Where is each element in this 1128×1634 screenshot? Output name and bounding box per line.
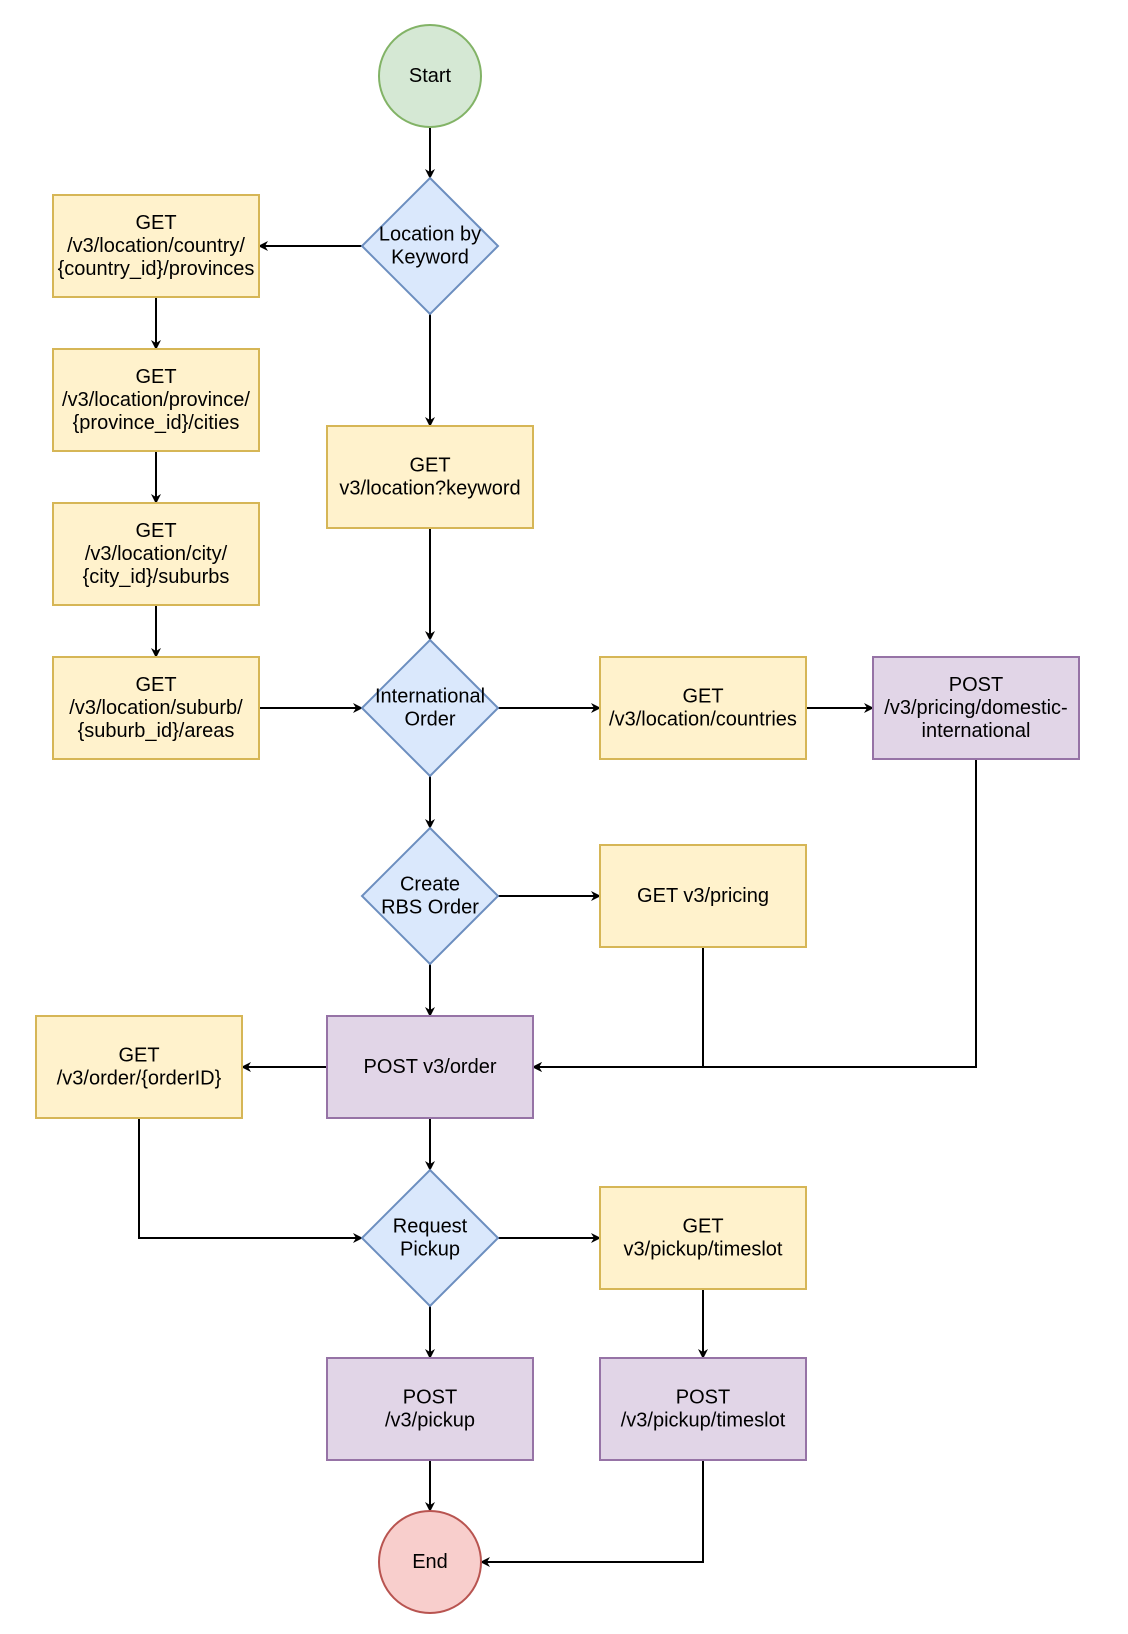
edge-get-pricing-to-post-order xyxy=(532,947,704,1072)
post-pricing-intl-box xyxy=(872,656,1080,760)
node-post-pickup-timeslot: POST/v3/pickup/timeslot xyxy=(599,1357,807,1461)
end-circle xyxy=(378,1510,482,1614)
node-post-order: POST v3/order xyxy=(326,1015,534,1119)
international-order-label-line-2: Order xyxy=(404,709,455,731)
get-provinces-label-line-2: /v3/location/country/ xyxy=(67,235,245,257)
location-by-keyword-label-line-1: Location by xyxy=(379,224,481,246)
post-pricing-intl-label-line-1: POST xyxy=(949,674,1003,696)
international-order-label-line-1: International xyxy=(375,686,485,708)
get-countries-label-line-1: GET xyxy=(682,686,723,708)
node-get-countries: GET/v3/location/countries xyxy=(599,656,807,760)
international-order-diamond xyxy=(360,638,500,778)
get-order-id-label-line-2: /v3/order/{orderID} xyxy=(57,1068,222,1090)
get-order-id-label-line-1: GET xyxy=(118,1045,159,1067)
node-get-order-id: GET/v3/order/{orderID} xyxy=(35,1015,243,1119)
get-order-id-box xyxy=(35,1015,243,1119)
get-location-keyword-label-line-2: v3/location?keyword xyxy=(339,478,520,500)
get-suburbs-label-line-3: {city_id}/suburbs xyxy=(83,566,230,588)
post-pickup-timeslot-box xyxy=(599,1357,807,1461)
node-get-areas: GET/v3/location/suburb/{suburb_id}/areas xyxy=(52,656,260,760)
get-provinces-box xyxy=(52,194,260,298)
node-get-pricing: GET v3/pricing xyxy=(599,844,807,948)
post-pickup-timeslot-label-line-1: POST xyxy=(676,1387,730,1409)
get-location-keyword-label-line-1: GET xyxy=(409,455,450,477)
location-by-keyword-diamond xyxy=(360,176,500,316)
get-timeslot-label-line-1: GET xyxy=(682,1216,723,1238)
edge-get-order-id-to-request-pickup xyxy=(138,1118,363,1243)
start-circle xyxy=(378,24,482,128)
post-order-box xyxy=(326,1015,534,1119)
node-end: End xyxy=(378,1510,482,1614)
get-cities-label-line-3: {province_id}/cities xyxy=(73,412,240,434)
get-areas-label-line-3: {suburb_id}/areas xyxy=(78,720,235,742)
get-areas-label-line-1: GET xyxy=(135,674,176,696)
get-timeslot-box xyxy=(599,1186,807,1290)
post-pickup-box xyxy=(326,1357,534,1461)
create-rbs-order-label-line-2: RBS Order xyxy=(381,897,479,919)
get-suburbs-label-line-1: GET xyxy=(135,520,176,542)
get-cities-label-line-1: GET xyxy=(135,366,176,388)
request-pickup-diamond xyxy=(360,1168,500,1308)
node-post-pickup: POST/v3/pickup xyxy=(326,1357,534,1461)
get-suburbs-label-line-2: /v3/location/city/ xyxy=(85,543,228,565)
get-pricing-box xyxy=(599,844,807,948)
get-countries-label-line-2: /v3/location/countries xyxy=(609,709,797,731)
create-rbs-order-label-line-1: Create xyxy=(400,874,460,896)
post-pricing-intl-label-line-2: /v3/pricing/domestic- xyxy=(884,697,1067,719)
request-pickup-label-line-1: Request xyxy=(393,1216,468,1238)
edge-post-pricing-intl-to-post-order xyxy=(532,759,977,1072)
end-label-line-1: End xyxy=(412,1551,448,1573)
get-areas-label-line-2: /v3/location/suburb/ xyxy=(69,697,243,719)
node-get-suburbs: GET/v3/location/city/{city_id}/suburbs xyxy=(52,502,260,606)
get-location-keyword-box xyxy=(326,425,534,529)
get-provinces-label-line-1: GET xyxy=(135,212,176,234)
get-pricing-label-line-1: GET v3/pricing xyxy=(637,885,769,907)
node-post-pricing-intl: POST/v3/pricing/domestic-international xyxy=(872,656,1080,760)
post-order-label-line-1: POST v3/order xyxy=(363,1056,496,1078)
node-start: Start xyxy=(378,24,482,128)
location-by-keyword-label-line-2: Keyword xyxy=(391,247,469,269)
get-cities-label-line-2: /v3/location/province/ xyxy=(62,389,250,411)
create-rbs-order-diamond xyxy=(360,826,500,966)
get-countries-box xyxy=(599,656,807,760)
start-label-line-1: Start xyxy=(409,65,452,87)
node-get-provinces: GET/v3/location/country/{country_id}/pro… xyxy=(52,194,260,298)
request-pickup-label-line-2: Pickup xyxy=(400,1239,460,1261)
edges-layer xyxy=(138,127,977,1567)
post-pickup-timeslot-label-line-2: /v3/pickup/timeslot xyxy=(621,1410,786,1432)
get-provinces-label-line-3: {country_id}/provinces xyxy=(58,258,255,280)
get-areas-box xyxy=(52,656,260,760)
get-cities-box xyxy=(52,348,260,452)
post-pricing-intl-label-line-3: international xyxy=(922,720,1031,742)
get-timeslot-label-line-2: v3/pickup/timeslot xyxy=(624,1239,783,1261)
edge-post-pickup-timeslot-to-end xyxy=(480,1460,704,1567)
get-suburbs-box xyxy=(52,502,260,606)
node-get-cities: GET/v3/location/province/{province_id}/c… xyxy=(52,348,260,452)
post-pickup-label-line-2: /v3/pickup xyxy=(385,1410,475,1432)
post-pickup-label-line-1: POST xyxy=(403,1387,457,1409)
